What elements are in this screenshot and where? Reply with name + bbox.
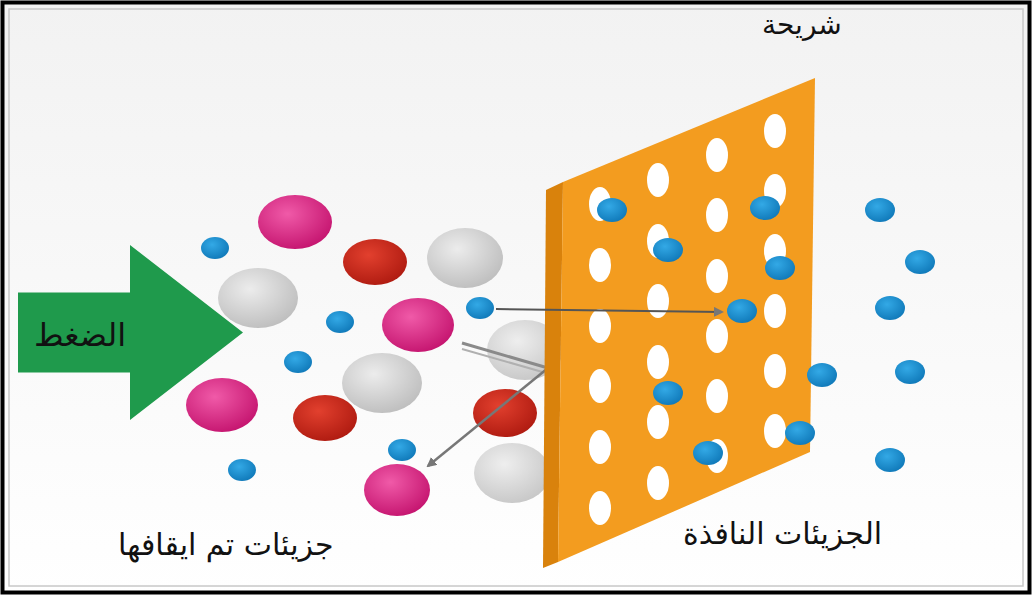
pressure-arrow: الضغط [18,245,243,420]
particle-label: الجزيئات النافذة [683,516,882,552]
arrow-label: الضغط [34,316,126,354]
particle-label: جزيئات تم ايقافها [118,527,334,563]
membrane-label: شريحة [762,8,842,42]
